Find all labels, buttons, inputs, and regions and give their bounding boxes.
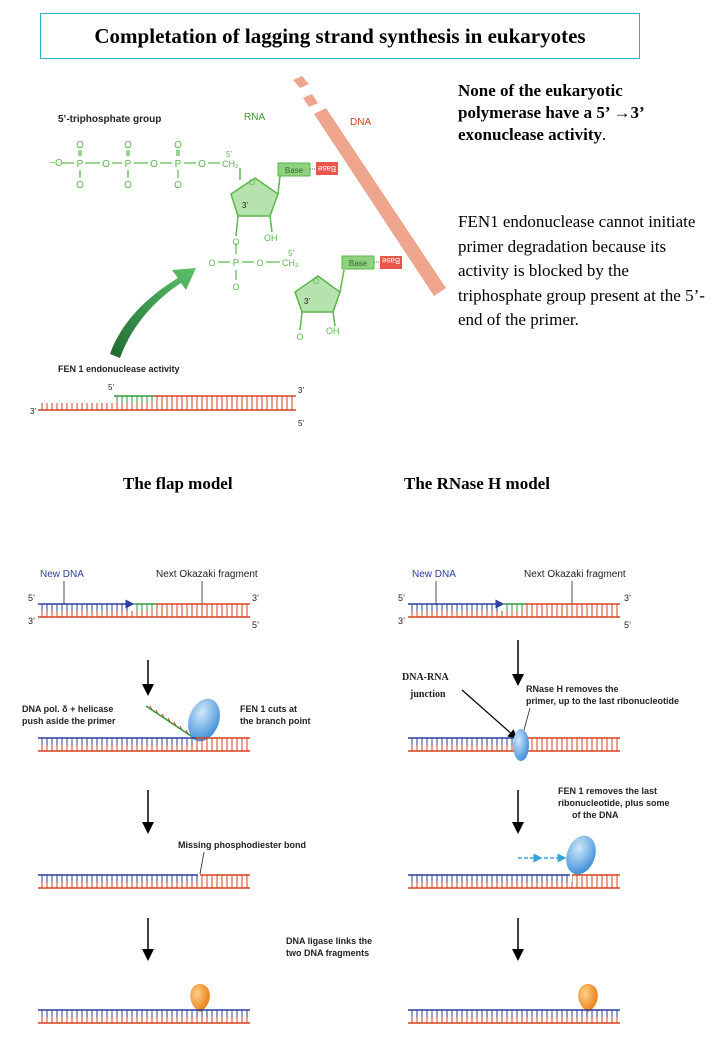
flap-step2-label: Missing phosphodiester bond	[178, 840, 306, 850]
prime-3-label: 3’	[304, 297, 310, 306]
intro-fen1-text: FEN1 endonuclease cannot initiate primer…	[458, 212, 705, 329]
primer-chemistry-figure: 5’-triphosphate group RNA DNA	[30, 76, 446, 428]
atom-o: O	[174, 180, 182, 191]
ring-o: O	[249, 178, 255, 187]
prime-3-label: 3’	[624, 593, 631, 603]
page-title: Completation of lagging strand synthesis…	[40, 13, 640, 59]
atom-p: P	[175, 159, 182, 170]
prime-5-label: 5’	[252, 620, 259, 630]
prime-3-label: 3’	[298, 386, 304, 395]
fen1-pointer-arrow	[110, 268, 196, 358]
prime-5-label: 5’	[298, 419, 304, 428]
flap-model-title: The flap model	[123, 474, 233, 493]
rnase-step2-l1: FEN 1 removes the last	[558, 786, 657, 796]
prime-3-label: 3’	[398, 616, 405, 626]
prime-3-label: 3’	[28, 616, 35, 626]
atom-o: O	[124, 140, 132, 151]
prime-3-label: 3’	[30, 407, 36, 416]
atom-oh: OH	[264, 233, 278, 243]
rnase-model-panel: New DNA Next Okazaki fragment 5’ 3’ 3’ 5…	[398, 569, 679, 1024]
prime-5-label: 5’	[108, 383, 114, 392]
atom-ch2: CH₂	[222, 159, 239, 169]
intro-exonuclease-period: .	[602, 125, 607, 144]
dna-label: DNA	[350, 117, 371, 128]
atom-o: O	[208, 258, 215, 268]
flap-step1-right-l1: FEN 1 cuts at	[240, 704, 297, 714]
rnase-step2-l2: ribonucleotide, plus some	[558, 798, 670, 808]
rnase-model-title: The RNase H model	[404, 474, 550, 493]
rnase-h-protein	[513, 729, 529, 761]
ligase-protein	[578, 984, 598, 1012]
prime-5-label: 5’	[28, 593, 35, 603]
fen1-protein	[188, 698, 220, 742]
intro-exonuclease-statement: None of the eukaryotic polymerase have a…	[458, 81, 644, 144]
ribose-2	[294, 269, 345, 331]
new-dna-label: New DNA	[412, 569, 456, 580]
dna-strand-bar	[293, 76, 446, 296]
primer-duplex	[38, 395, 296, 411]
flap-step1-left-l1: DNA pol. δ + helicase	[22, 704, 113, 714]
flap-model-panel: New DNA Next Okazaki fragment 5’ 3’ 3’ 5…	[22, 569, 372, 1024]
atom-o: O	[76, 180, 84, 191]
ligase-protein	[190, 984, 210, 1012]
rnase-step2-l3: of the DNA	[572, 810, 619, 820]
junction-label-l1: DNA-RNA	[402, 672, 449, 683]
fen1-protein	[566, 835, 596, 875]
atom-o: O	[76, 140, 84, 151]
rna-label: RNA	[244, 112, 265, 123]
prime-5-label: 5’	[398, 593, 405, 603]
next-okazaki-label: Next Okazaki fragment	[156, 569, 258, 580]
dna-base-box	[380, 256, 402, 269]
atom-o: O	[198, 159, 206, 170]
atom-o: O	[124, 180, 132, 191]
atom-ch2: CH₂	[282, 258, 299, 268]
fen1-activity-label: FEN 1 endonuclease activity	[58, 364, 180, 374]
flap-step3-l2: two DNA fragments	[286, 948, 369, 958]
prime-5-label: 5’	[624, 620, 631, 630]
rna-base-label: Base	[349, 259, 368, 268]
phosphodiester-link	[218, 243, 280, 280]
flap-step1-left-l2: push aside the primer	[22, 716, 116, 726]
atom-o: O	[150, 159, 158, 170]
flap-step3-l1: DNA ligase links the	[286, 936, 372, 946]
junction-label-l2: junction	[409, 689, 446, 700]
atom-o: O	[256, 258, 263, 268]
rnase-step1-l1: RNase H removes the	[526, 684, 619, 694]
atom-o: O	[232, 237, 239, 247]
flap-step1-right-l2: the branch point	[240, 716, 311, 726]
ribose-1	[230, 168, 281, 237]
next-okazaki-label: Next Okazaki fragment	[524, 569, 626, 580]
rna-base-label: Base	[285, 166, 304, 175]
intro-exonuclease-text: None of the eukaryotic polymerase have a…	[458, 80, 708, 146]
atom-o: O	[102, 159, 110, 170]
rnase-step1-l2: primer, up to the last ribonucleotide	[526, 696, 679, 706]
prime-5-label: 5’	[288, 249, 294, 258]
prime-3-label: 3’	[252, 593, 259, 603]
atom-oh: OH	[326, 326, 340, 336]
atom-o: O	[174, 140, 182, 151]
atom-p: P	[77, 159, 84, 170]
dna-base-label: Base	[317, 164, 336, 173]
triphosphate-bonds	[62, 150, 220, 178]
ring-o: O	[313, 277, 319, 286]
atom-p: P	[233, 258, 240, 269]
prime-3-label: 3’	[242, 201, 248, 210]
new-dna-label: New DNA	[40, 569, 84, 580]
prime-5-label: 5’	[226, 150, 232, 159]
atom-o: O	[296, 332, 303, 342]
dna-base-box	[316, 162, 338, 175]
atom-p: P	[125, 159, 132, 170]
triphosphate-label: 5’-triphosphate group	[58, 114, 161, 125]
atom-o: O	[232, 282, 239, 292]
triphosphate-atoms: −O P O P O P O O O O O O O	[49, 140, 206, 191]
dna-base-label: Base	[381, 256, 400, 265]
atom-minus-o: −O	[49, 158, 63, 169]
